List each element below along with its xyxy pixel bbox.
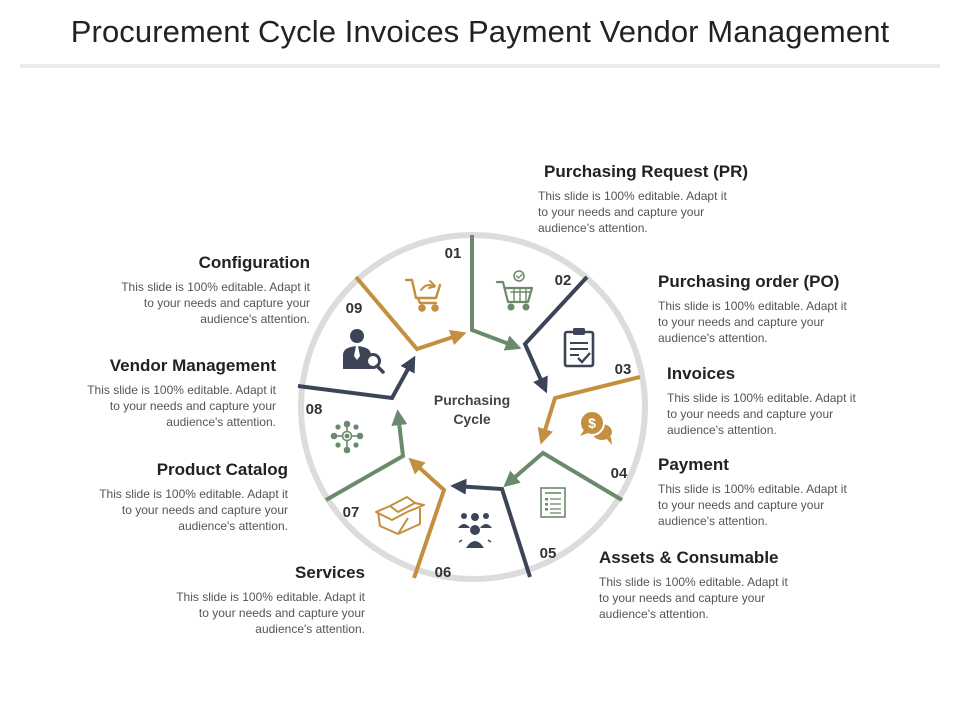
step-body-03: This slide is 100% editable. Adapt it to… — [667, 391, 856, 437]
step-number-09: 09 — [346, 300, 363, 317]
step-body-02: This slide is 100% editable. Adapt it to… — [658, 299, 847, 345]
spoke-09 — [354, 275, 467, 352]
step-number-03: 03 — [615, 361, 632, 378]
step-label-04: Payment This slide is 100% editable. Ada… — [658, 455, 898, 529]
team-icon — [458, 513, 492, 548]
clipboard-check-icon — [563, 328, 595, 368]
dollar-chat-icon: $ — [579, 410, 612, 445]
spoke-04 — [503, 450, 624, 502]
step-heading-02: Purchasing order (PO) — [658, 272, 840, 291]
slide-title: Procurement Cycle Invoices Payment Vendo… — [70, 14, 890, 49]
spoke-06 — [408, 457, 447, 579]
step-body-01: This slide is 100% editable. Adapt it to… — [538, 189, 727, 235]
step-number-02: 02 — [555, 272, 572, 289]
step-label-03: Invoices This slide is 100% editable. Ad… — [667, 364, 907, 438]
step-body-04: This slide is 100% editable. Adapt it to… — [658, 482, 847, 528]
spoke-05 — [450, 478, 532, 578]
step-heading-07: Product Catalog — [156, 460, 288, 479]
spoke-08 — [297, 355, 416, 401]
step-body-05: This slide is 100% editable. Adapt it to… — [599, 575, 788, 621]
step-heading-01: Purchasing Request (PR) — [544, 162, 749, 181]
cart-refresh-icon — [404, 278, 442, 312]
step-label-06: Services This slide is 100% editable. Ad… — [155, 563, 365, 637]
network-icon — [330, 420, 364, 454]
step-body-07: This slide is 100% editable. Adapt it to… — [99, 487, 288, 533]
step-label-05: Assets & Consumable This slide is 100% e… — [599, 548, 839, 622]
step-body-08: This slide is 100% editable. Adapt it to… — [87, 383, 276, 429]
shopping-cart-icon — [495, 270, 534, 311]
title-divider — [20, 64, 940, 68]
step-heading-08: Vendor Management — [109, 356, 276, 375]
person-search-icon — [343, 329, 385, 374]
step-label-02: Purchasing order (PO) This slide is 100%… — [658, 272, 898, 346]
step-heading-03: Invoices — [667, 364, 736, 383]
step-heading-04: Payment — [658, 455, 729, 474]
center-label-line2: Cycle — [453, 411, 491, 427]
step-label-08: Vendor Management This slide is 100% edi… — [66, 356, 276, 430]
open-box-icon — [375, 496, 425, 535]
step-heading-06: Services — [295, 563, 365, 582]
spoke-01 — [470, 235, 522, 351]
step-number-08: 08 — [306, 401, 323, 418]
step-number-01: 01 — [445, 245, 462, 262]
step-number-06: 06 — [435, 564, 452, 581]
center-label-line1: Purchasing — [434, 392, 510, 408]
spoke-03 — [537, 375, 641, 445]
step-body-06: This slide is 100% editable. Adapt it to… — [176, 590, 365, 636]
spoke-07 — [325, 409, 408, 502]
step-heading-05: Assets & Consumable — [599, 548, 779, 567]
step-body-09: This slide is 100% editable. Adapt it to… — [121, 280, 310, 326]
step-number-05: 05 — [540, 545, 557, 562]
step-label-07: Product Catalog This slide is 100% edita… — [78, 460, 288, 534]
svg-text:$: $ — [588, 415, 596, 431]
step-label-01: Purchasing Request (PR) This slide is 10… — [538, 162, 778, 236]
spoke-02 — [522, 275, 589, 394]
step-label-09: Configuration This slide is 100% editabl… — [100, 253, 310, 327]
document-list-icon — [540, 487, 566, 518]
step-number-04: 04 — [611, 465, 628, 482]
step-heading-09: Configuration — [198, 253, 310, 272]
step-number-07: 07 — [343, 504, 360, 521]
